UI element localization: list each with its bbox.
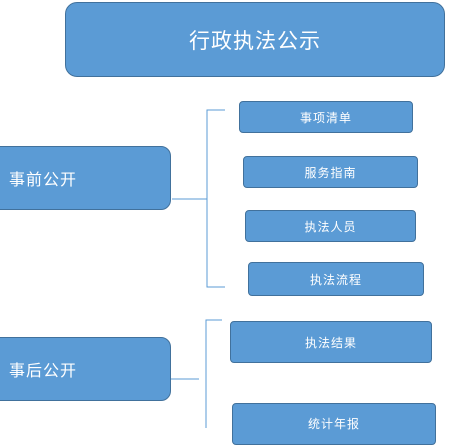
bracket-group-1	[172, 109, 225, 288]
page-title: 行政执法公示	[65, 2, 445, 77]
item-matter-list: 事项清单	[239, 101, 413, 133]
group-box-post-disclosure: 事后公开	[0, 337, 171, 401]
group-box-pre-disclosure: 事前公开	[0, 146, 171, 210]
item-service-guide: 服务指南	[243, 156, 418, 188]
bracket-arm-1	[206, 109, 225, 288]
bracket-connectors	[171, 109, 225, 428]
item-enforcement-results: 执法结果	[230, 321, 432, 363]
bracket-group-2	[171, 319, 222, 428]
item-enforcement-personnel: 执法人员	[245, 210, 416, 242]
item-enforcement-process: 执法流程	[248, 262, 424, 296]
bracket-arm-2	[205, 319, 222, 428]
item-annual-statistics: 统计年报	[232, 403, 436, 445]
